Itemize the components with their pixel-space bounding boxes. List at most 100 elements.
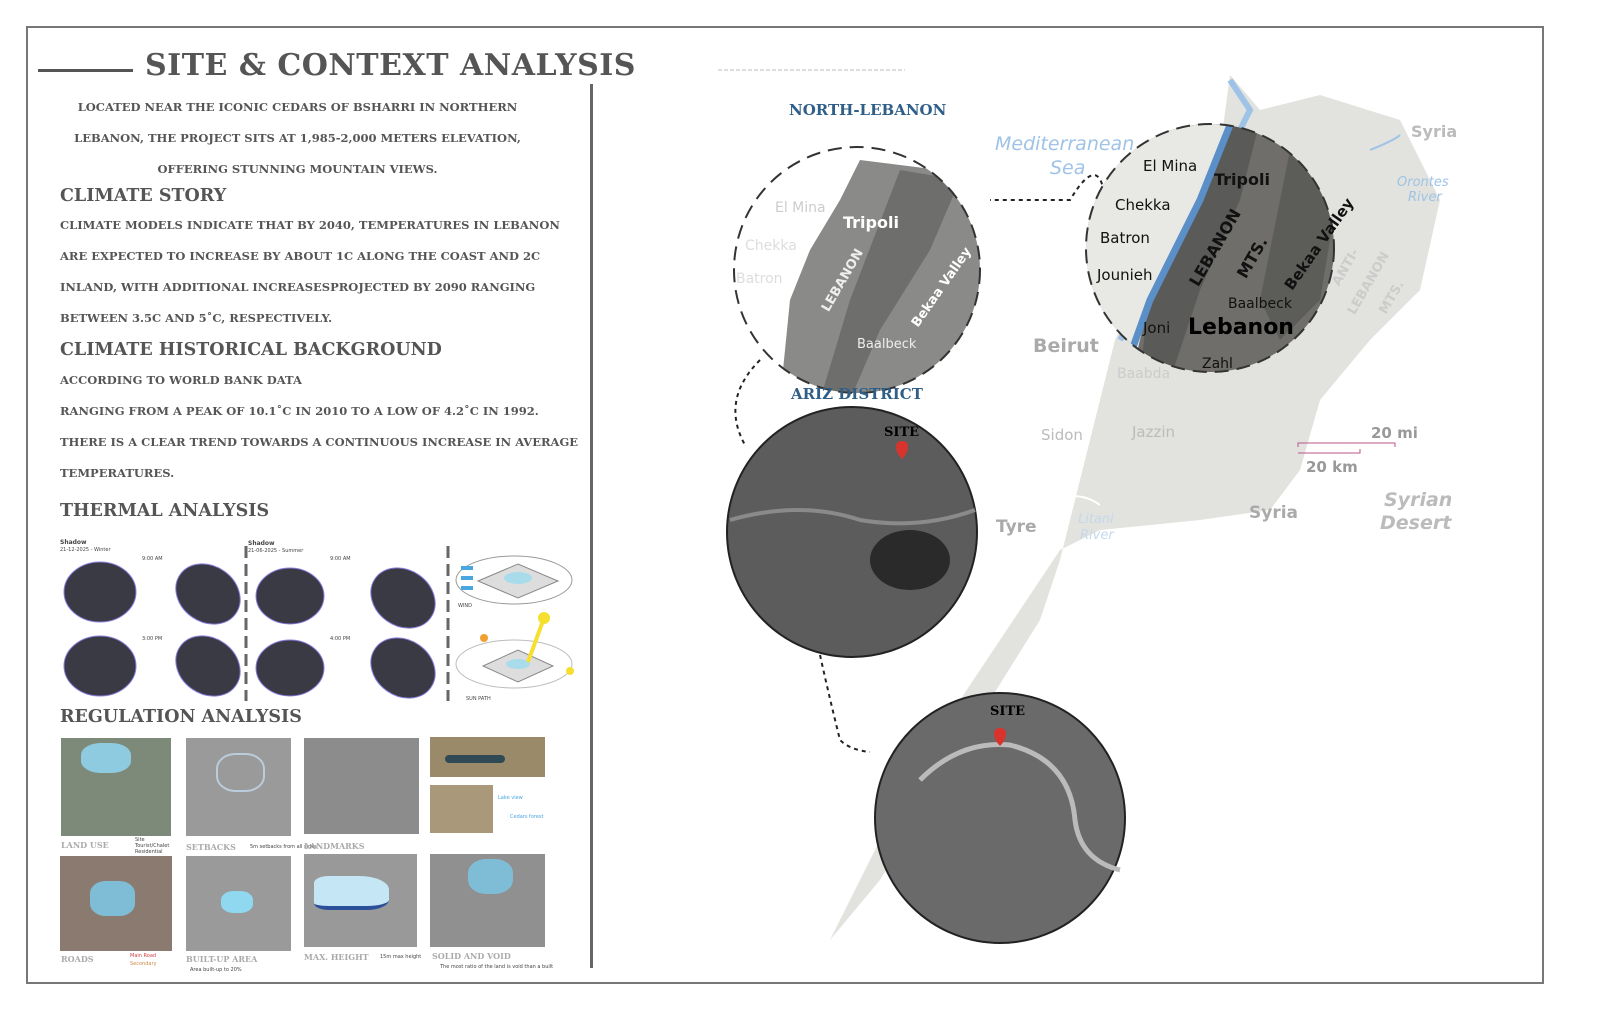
site-area bbox=[506, 659, 530, 669]
north-lebanon-title: NORTH-LEBANON bbox=[789, 101, 947, 119]
sun-ray bbox=[526, 617, 546, 663]
landmark-legend: Cedars forest bbox=[510, 814, 544, 820]
lebanon-zoom-circle bbox=[1086, 124, 1334, 372]
zoom-city: El Mina bbox=[1143, 157, 1198, 175]
shadow-diagram bbox=[370, 567, 436, 629]
text-line: INLAND, WITH ADDITIONAL INCREASESPROJECT… bbox=[60, 280, 536, 294]
lake-photo bbox=[430, 737, 545, 777]
land-use-label: LAND USE bbox=[61, 840, 109, 850]
north-lebanon-circle bbox=[734, 147, 980, 393]
setbacks-map bbox=[186, 738, 291, 836]
city-label: Jazzin bbox=[1132, 423, 1176, 441]
zoom-city: Joni bbox=[1143, 319, 1171, 337]
shadow-diagram bbox=[63, 561, 137, 623]
litani-river bbox=[1049, 495, 1101, 506]
legend-item: Secondary bbox=[130, 961, 157, 967]
scale-bar-km bbox=[1298, 449, 1361, 454]
ariz-district-title: ARIZ DISTRICT bbox=[791, 385, 923, 403]
max-height-map bbox=[304, 854, 417, 947]
thermal-heading: THERMAL ANALYSIS bbox=[60, 501, 270, 521]
legend-item: Main Road bbox=[130, 953, 157, 959]
country-label: Syria bbox=[1411, 122, 1458, 141]
zoom-city: Zahl bbox=[1202, 356, 1233, 372]
inset-city: Batron bbox=[736, 271, 783, 287]
thermal-diagrams: Shadow 21-12-2025 - Winter Shadow 21-06-… bbox=[58, 536, 588, 706]
shadow-diagram bbox=[370, 637, 436, 699]
text-line: THERE IS A CLEAR TREND TOWARDS A CONTINU… bbox=[60, 435, 579, 449]
river-label: River bbox=[1080, 528, 1114, 543]
sun-path bbox=[455, 639, 573, 689]
sun-icon bbox=[480, 634, 488, 642]
country-label: Syria bbox=[1249, 503, 1299, 523]
wind-label: WIND bbox=[458, 603, 473, 609]
time-label: 9:00 AM bbox=[330, 556, 351, 562]
inset-city: Chekka bbox=[745, 238, 797, 254]
legend-item: 15m max height bbox=[380, 954, 422, 960]
winter-shadow-label: Shadow bbox=[60, 539, 87, 546]
inset-city: Baalbeck bbox=[857, 337, 917, 352]
text-line: ACCORDING TO WORLD BANK DATA bbox=[60, 373, 302, 387]
zoom-city: Tripoli bbox=[1214, 170, 1270, 189]
intro-line: LOCATED NEAR THE ICONIC CEDARS OF BSHARR… bbox=[77, 100, 518, 114]
roads-label: ROADS bbox=[61, 954, 94, 964]
shadow-diagram bbox=[175, 563, 241, 625]
inset-city: Tripoli bbox=[843, 213, 899, 232]
column-divider bbox=[590, 84, 593, 968]
text-line: RANGING FROM A PEAK OF 10.1˚C IN 2010 TO… bbox=[60, 404, 539, 418]
page-title: SITE & CONTEXT ANALYSIS bbox=[145, 48, 636, 83]
city-label: Tyre bbox=[996, 517, 1037, 537]
solid-void-map bbox=[430, 854, 545, 947]
intro-line: LEBANON, THE PROJECT SITS AT 1,985-2,000… bbox=[74, 131, 521, 145]
inset-city: El Mina bbox=[775, 200, 826, 216]
summer-date: 21-06-2025 - Summer bbox=[248, 548, 304, 554]
wind-rose bbox=[455, 555, 573, 605]
text-line: TEMPERATURES. bbox=[60, 466, 175, 480]
cedars-photo bbox=[430, 785, 493, 833]
river-label: Litani bbox=[1078, 512, 1114, 527]
text-line: BETWEEN 3.5C AND 5˚C, RESPECTIVELY. bbox=[60, 311, 333, 325]
wind-arrows-icon bbox=[461, 566, 473, 590]
site-pin-icon bbox=[896, 441, 908, 459]
country-label: Syrian bbox=[1384, 489, 1453, 511]
site-pin-icon bbox=[994, 728, 1006, 746]
city-label: Baabda bbox=[1117, 366, 1171, 382]
sun-icon bbox=[566, 667, 574, 675]
zoom-city: Chekka bbox=[1115, 196, 1171, 214]
site-satellite-circle bbox=[874, 692, 1126, 944]
poster-frame bbox=[26, 26, 1544, 984]
legend-item: Site bbox=[135, 837, 145, 843]
shadow-diagram bbox=[255, 567, 325, 625]
scale-bar-mi bbox=[1297, 442, 1396, 447]
landmark-legend: Lake view bbox=[498, 795, 523, 801]
forest-patch bbox=[870, 530, 950, 590]
legend-item: 5m setbacks from all sides bbox=[250, 844, 317, 850]
time-label: 3:00 PM bbox=[142, 636, 163, 642]
roads-map bbox=[60, 856, 172, 951]
site-area bbox=[504, 572, 532, 584]
city-label: Sidon bbox=[1041, 426, 1083, 444]
solid-void-label: SOLID AND VOID bbox=[432, 951, 511, 961]
road bbox=[918, 741, 1121, 873]
title-rule bbox=[38, 69, 133, 72]
shadow-diagram bbox=[255, 639, 325, 697]
landmarks-label: LANDMARKS bbox=[304, 841, 365, 851]
climate-story-text: CLIMATE MODELS INDICATE THAT BY 2040, TE… bbox=[60, 210, 580, 334]
shadow-diagram bbox=[175, 635, 241, 697]
river-label: Orontes bbox=[1397, 175, 1449, 190]
climate-story-heading: CLIMATE STORY bbox=[60, 186, 227, 206]
sun-path-label: SUN PATH bbox=[466, 696, 491, 702]
winter-date: 21-12-2025 - Winter bbox=[60, 547, 111, 553]
zoom-city: Baalbeck bbox=[1228, 296, 1292, 312]
intro-line: OFFERING STUNNING MOUNTAIN VIEWS. bbox=[157, 162, 438, 176]
text-line: ARE EXPECTED TO INCREASE BY ABOUT 1C ALO… bbox=[60, 249, 541, 263]
circle-border bbox=[733, 146, 981, 394]
zoom-city: Batron bbox=[1100, 229, 1150, 247]
dashed-arrow bbox=[819, 654, 871, 753]
legend-item: Area built-up to 20% bbox=[190, 967, 242, 973]
max-height-label: MAX. HEIGHT bbox=[304, 952, 369, 962]
built-up-map bbox=[186, 856, 291, 951]
site-label: SITE bbox=[884, 425, 920, 440]
city-label: Beirut bbox=[1033, 335, 1099, 357]
climate-history-text: ACCORDING TO WORLD BANK DATA RANGING FRO… bbox=[60, 365, 580, 489]
sea-label: Sea bbox=[1050, 157, 1086, 179]
